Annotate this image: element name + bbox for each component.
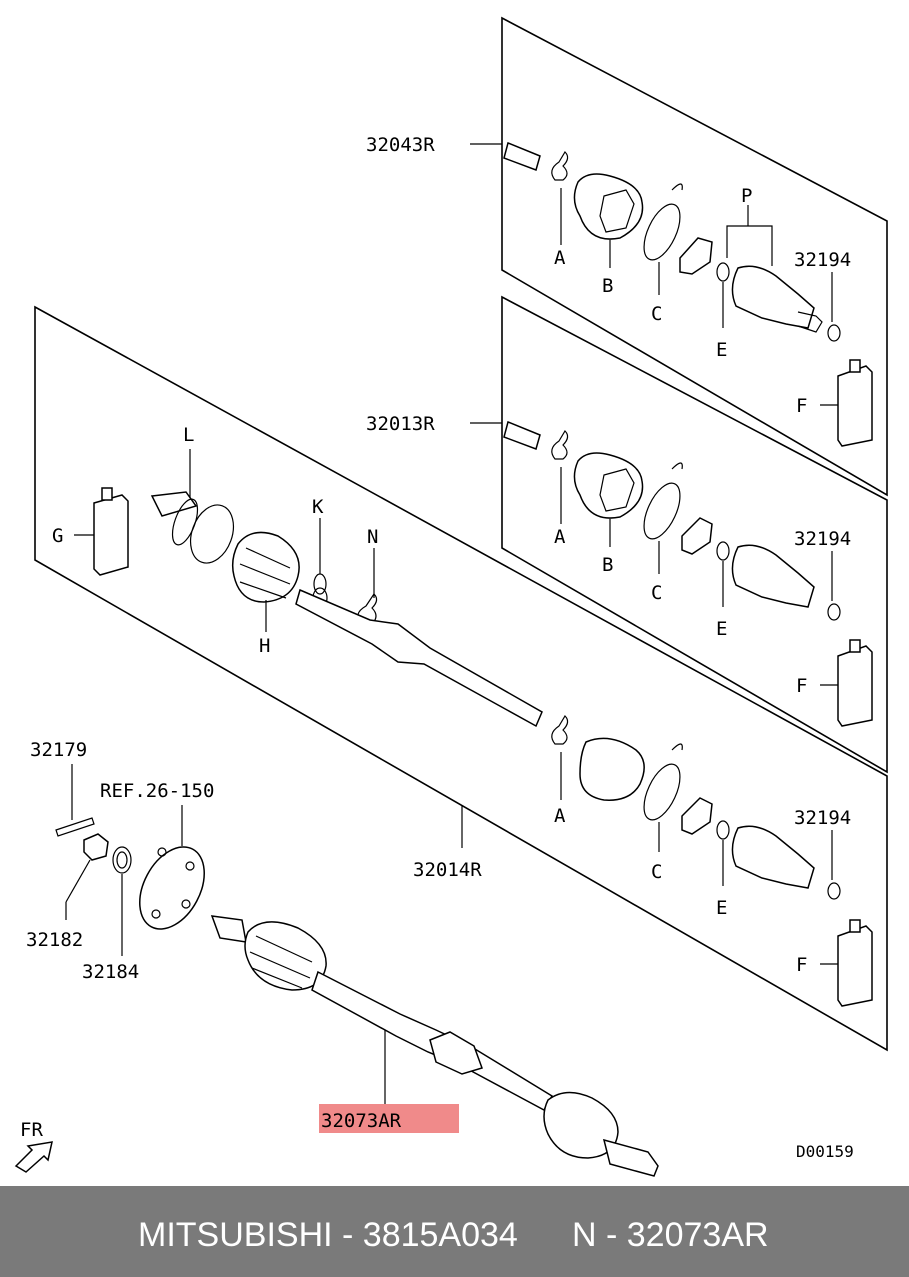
label-32073AR: 32073AR xyxy=(321,1110,402,1132)
grease-tube-f-2: F xyxy=(796,639,873,727)
label-C-2: C xyxy=(651,582,662,604)
fr-indicator: FR xyxy=(14,1119,53,1173)
drive-shaft-assembly: 32073AR xyxy=(210,915,659,1177)
label-32194-2: 32194 xyxy=(794,528,851,550)
footer-diagram-number: N - 32073AR xyxy=(572,1216,769,1254)
label-C: C xyxy=(651,303,662,325)
front-arrow-icon xyxy=(14,1141,53,1173)
footer-brand-partnumber: MITSUBISHI - 3815A034 xyxy=(138,1216,518,1254)
label-B-2: B xyxy=(602,554,613,576)
label-L: L xyxy=(183,424,194,446)
label-32014R: 32014R xyxy=(413,859,482,881)
label-K: K xyxy=(312,496,324,518)
label-P: P xyxy=(741,185,752,207)
label-B: B xyxy=(602,275,613,297)
label-ref: REF.26-150 xyxy=(100,780,214,802)
label-32194-3: 32194 xyxy=(794,807,851,829)
panel-32043R: 32043R A B C P E 32194 xyxy=(366,16,888,497)
panel-32013R: 32013R A B C E 32194 xyxy=(366,295,888,774)
label-E: E xyxy=(716,339,727,361)
label-N: N xyxy=(367,526,378,548)
label-32043R: 32043R xyxy=(366,134,435,156)
drawing-code: D00159 xyxy=(796,1142,854,1161)
label-E-3: E xyxy=(716,897,727,919)
grease-tube-f-1: F xyxy=(796,359,873,447)
label-32184: 32184 xyxy=(82,961,139,983)
label-32179: 32179 xyxy=(30,739,87,761)
label-32013R: 32013R xyxy=(366,413,435,435)
footer-bar: MITSUBISHI - 3815A034 N - 32073AR xyxy=(0,1186,909,1277)
hub-parts: 32179 REF.26-150 32182 32184 xyxy=(26,739,214,983)
parts-diagram: 32043R A B C P E 32194 xyxy=(14,16,888,1177)
label-fr: FR xyxy=(20,1119,43,1141)
label-32182: 32182 xyxy=(26,929,83,951)
label-A-2: A xyxy=(554,526,566,548)
label-F-3: F xyxy=(796,954,807,976)
highlight-32073AR xyxy=(319,1104,459,1133)
label-G: G xyxy=(52,525,63,547)
label-32194-1: 32194 xyxy=(794,249,851,271)
label-A: A xyxy=(554,247,566,269)
label-E-2: E xyxy=(716,618,727,640)
label-F-2: F xyxy=(796,675,807,697)
label-H: H xyxy=(259,635,270,657)
grease-tube-f-3: F xyxy=(796,919,873,1007)
label-F-1: F xyxy=(796,395,807,417)
panel-32014R: 32014R G L H K N A xyxy=(34,305,888,1052)
label-A-3: A xyxy=(554,805,566,827)
label-C-3: C xyxy=(651,861,662,883)
